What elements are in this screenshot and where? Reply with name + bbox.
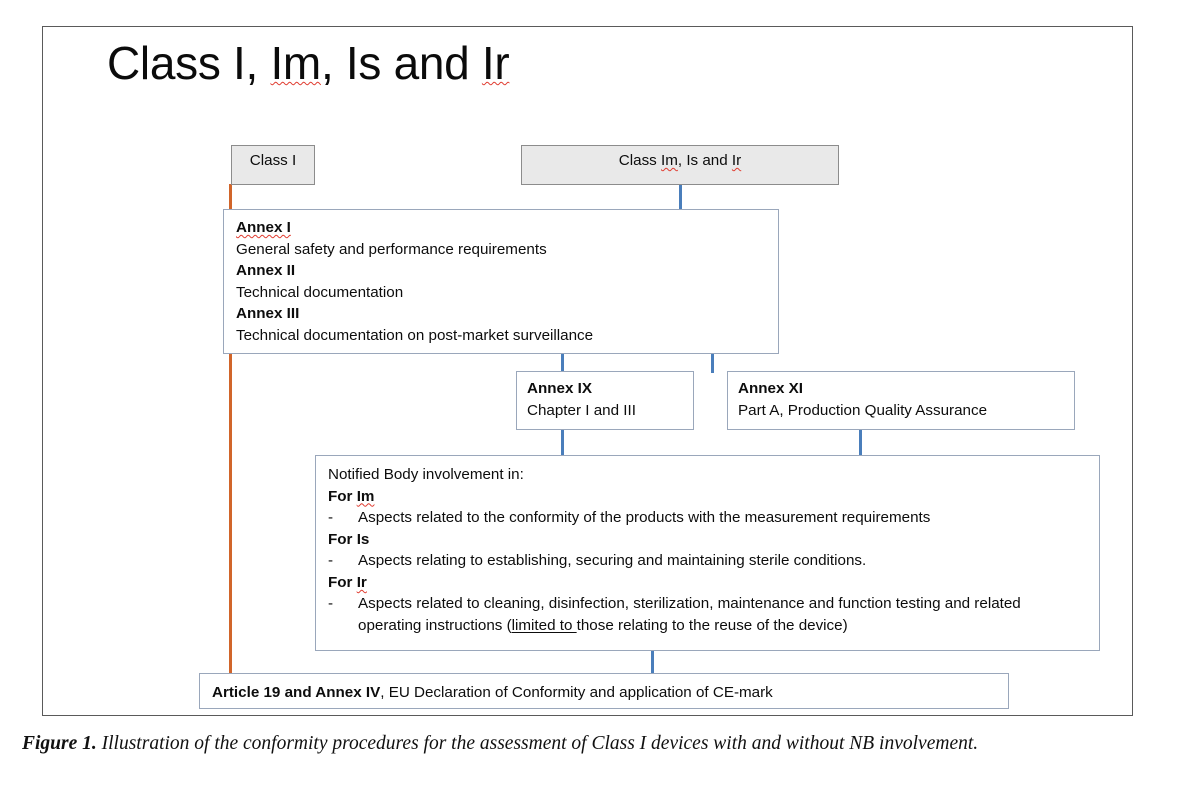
annex-ii-heading: Annex II: [236, 262, 296, 280]
node-annex-main[interactable]: Annex I General safety and performance r…: [223, 209, 779, 354]
node-class-im-is-ir-label: Class Im, Is and Ir: [522, 146, 838, 172]
annex-ix-body: Chapter I and III: [527, 401, 636, 419]
connector-annex-to-annex-xi: [711, 353, 714, 373]
annex-iii-heading: Annex III: [236, 305, 300, 323]
nb-heading-prefix-is: For: [328, 530, 357, 548]
annex-i-heading: Annex I: [236, 219, 291, 236]
nb-heading-term-is: Is: [356, 530, 370, 548]
figure-frame: Class I, Im, Is and Ir Class I Class Im,…: [42, 26, 1133, 716]
title-segment-3: , Is and: [320, 37, 482, 89]
article-19-rest: , EU Declaration of Conformity and appli…: [380, 684, 773, 701]
connector-annex-xi-to-nb: [859, 428, 862, 456]
node-annex-ix[interactable]: Annex IX Chapter I and III: [516, 371, 694, 430]
nb-group-heading-im: For Im: [328, 486, 1099, 508]
nb-bullet-im-1: - Aspects related to the conformity of t…: [328, 507, 1099, 529]
caption-label: Figure 1.: [22, 733, 97, 754]
connector-annex-to-annex-ix: [561, 353, 564, 373]
node-article-19[interactable]: Article 19 and Annex IV, EU Declaration …: [199, 673, 1009, 709]
bullet-dash: -: [328, 595, 334, 613]
imsr-part-im: Im: [661, 152, 678, 169]
diagram-title: Class I, Im, Is and Ir: [107, 37, 510, 89]
caption-text: Illustration of the conformity procedure…: [96, 733, 979, 754]
node-class-im-is-ir[interactable]: Class Im, Is and Ir: [521, 145, 839, 185]
connector-nb-to-article19: [651, 649, 654, 675]
node-annex-xi[interactable]: Annex XI Part A, Production Quality Assu…: [727, 371, 1075, 430]
article-19-bold: Article 19 and Annex IV: [212, 684, 381, 701]
connector-annex-ix-to-nb: [561, 428, 564, 456]
bullet-text: Aspects related to cleaning, disinfectio…: [358, 593, 1099, 636]
nb-group-heading-is: For Is: [328, 529, 1099, 551]
bullet-text-underlined: limited to: [511, 617, 577, 635]
annex-xi-body: Part A, Production Quality Assurance: [738, 401, 988, 419]
node-class-i[interactable]: Class I: [231, 145, 315, 185]
bullet-text: Aspects related to the conformity of the…: [358, 509, 931, 527]
node-class-i-label: Class I: [249, 152, 297, 169]
nb-heading-term-ir: Ir: [356, 573, 367, 591]
annex-iii-body: Technical documentation on post-market s…: [236, 326, 594, 344]
bullet-text: Aspects relating to establishing, securi…: [358, 552, 867, 570]
bullet-text-before: Aspects related to cleaning, disinfectio…: [358, 595, 1021, 635]
bullet-dash: -: [328, 552, 334, 570]
annex-xi-heading: Annex XI: [738, 380, 803, 397]
node-notified-body[interactable]: Notified Body involvement in: For Im - A…: [315, 455, 1100, 651]
imsr-part-3: , Is and: [677, 152, 732, 169]
bullet-dash: -: [328, 509, 334, 527]
nb-bullet-ir-1: - Aspects related to cleaning, disinfect…: [328, 593, 1099, 636]
figure-caption: Figure 1. Illustration of the conformity…: [22, 730, 1162, 758]
nb-group-heading-ir: For Ir: [328, 572, 1099, 594]
title-segment-im: Im: [270, 37, 321, 89]
connector-class-imsr-to-annex: [679, 184, 682, 211]
annex-ii-body: Technical documentation: [236, 283, 404, 301]
nb-bullet-is-1: - Aspects relating to establishing, secu…: [328, 550, 1099, 572]
bullet-text-after: those relating to the reuse of the devic…: [576, 617, 848, 635]
connector-annex-to-article19: [229, 353, 232, 675]
connector-class-i-to-annex: [229, 184, 232, 211]
nb-heading-term-im: Im: [356, 487, 375, 505]
imsr-part-ir: Ir: [731, 152, 742, 169]
title-segment-1: Class I,: [107, 37, 271, 89]
nb-intro: Notified Body involvement in:: [328, 466, 524, 483]
nb-heading-prefix-im: For: [328, 487, 357, 505]
nb-heading-prefix-ir: For: [328, 573, 357, 591]
annex-i-body: General safety and performance requireme…: [236, 240, 547, 258]
annex-ix-heading: Annex IX: [527, 380, 592, 397]
imsr-part-1: Class: [618, 152, 661, 169]
title-segment-ir: Ir: [481, 37, 510, 89]
